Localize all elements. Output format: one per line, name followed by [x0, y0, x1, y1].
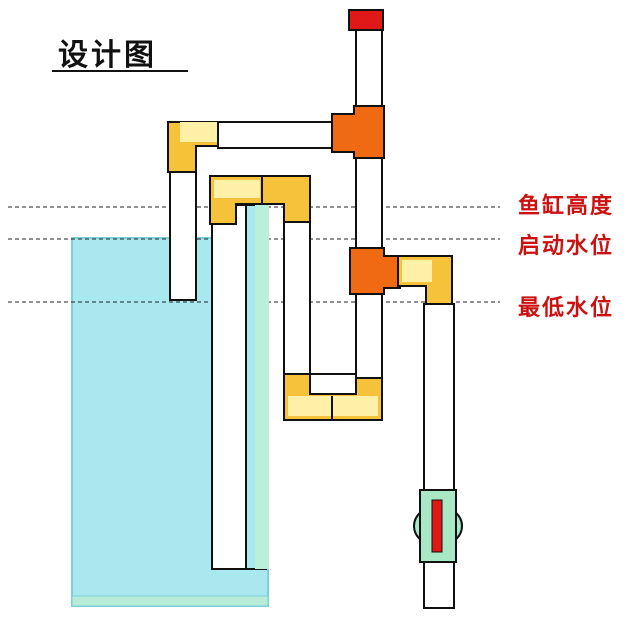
siphon-leg-inner-fill	[255, 205, 269, 569]
siphon-top-bend-highlight	[214, 180, 260, 198]
outlet-elbow-highlight	[402, 260, 432, 282]
title-underline	[52, 70, 188, 72]
bottom-u-gap	[309, 373, 357, 395]
top-horizontal-pipe	[217, 121, 335, 149]
riser-cap	[348, 9, 384, 31]
upper-tee	[331, 105, 385, 159]
label-tank-height: 鱼缸高度	[518, 193, 615, 219]
label-start-level: 启动水位	[518, 233, 615, 259]
main-riser	[355, 27, 383, 379]
valve-handle	[431, 499, 443, 553]
siphon-right-pipe	[283, 221, 311, 379]
label-min-level: 最低水位	[518, 295, 615, 321]
lower-tee	[349, 247, 401, 295]
diagram-title: 设计图	[58, 38, 157, 73]
tank-bottom	[71, 595, 269, 607]
left-downpipe	[169, 167, 197, 301]
siphon-leg-outer	[211, 204, 247, 570]
left-top-elbow-highlight	[180, 122, 218, 142]
